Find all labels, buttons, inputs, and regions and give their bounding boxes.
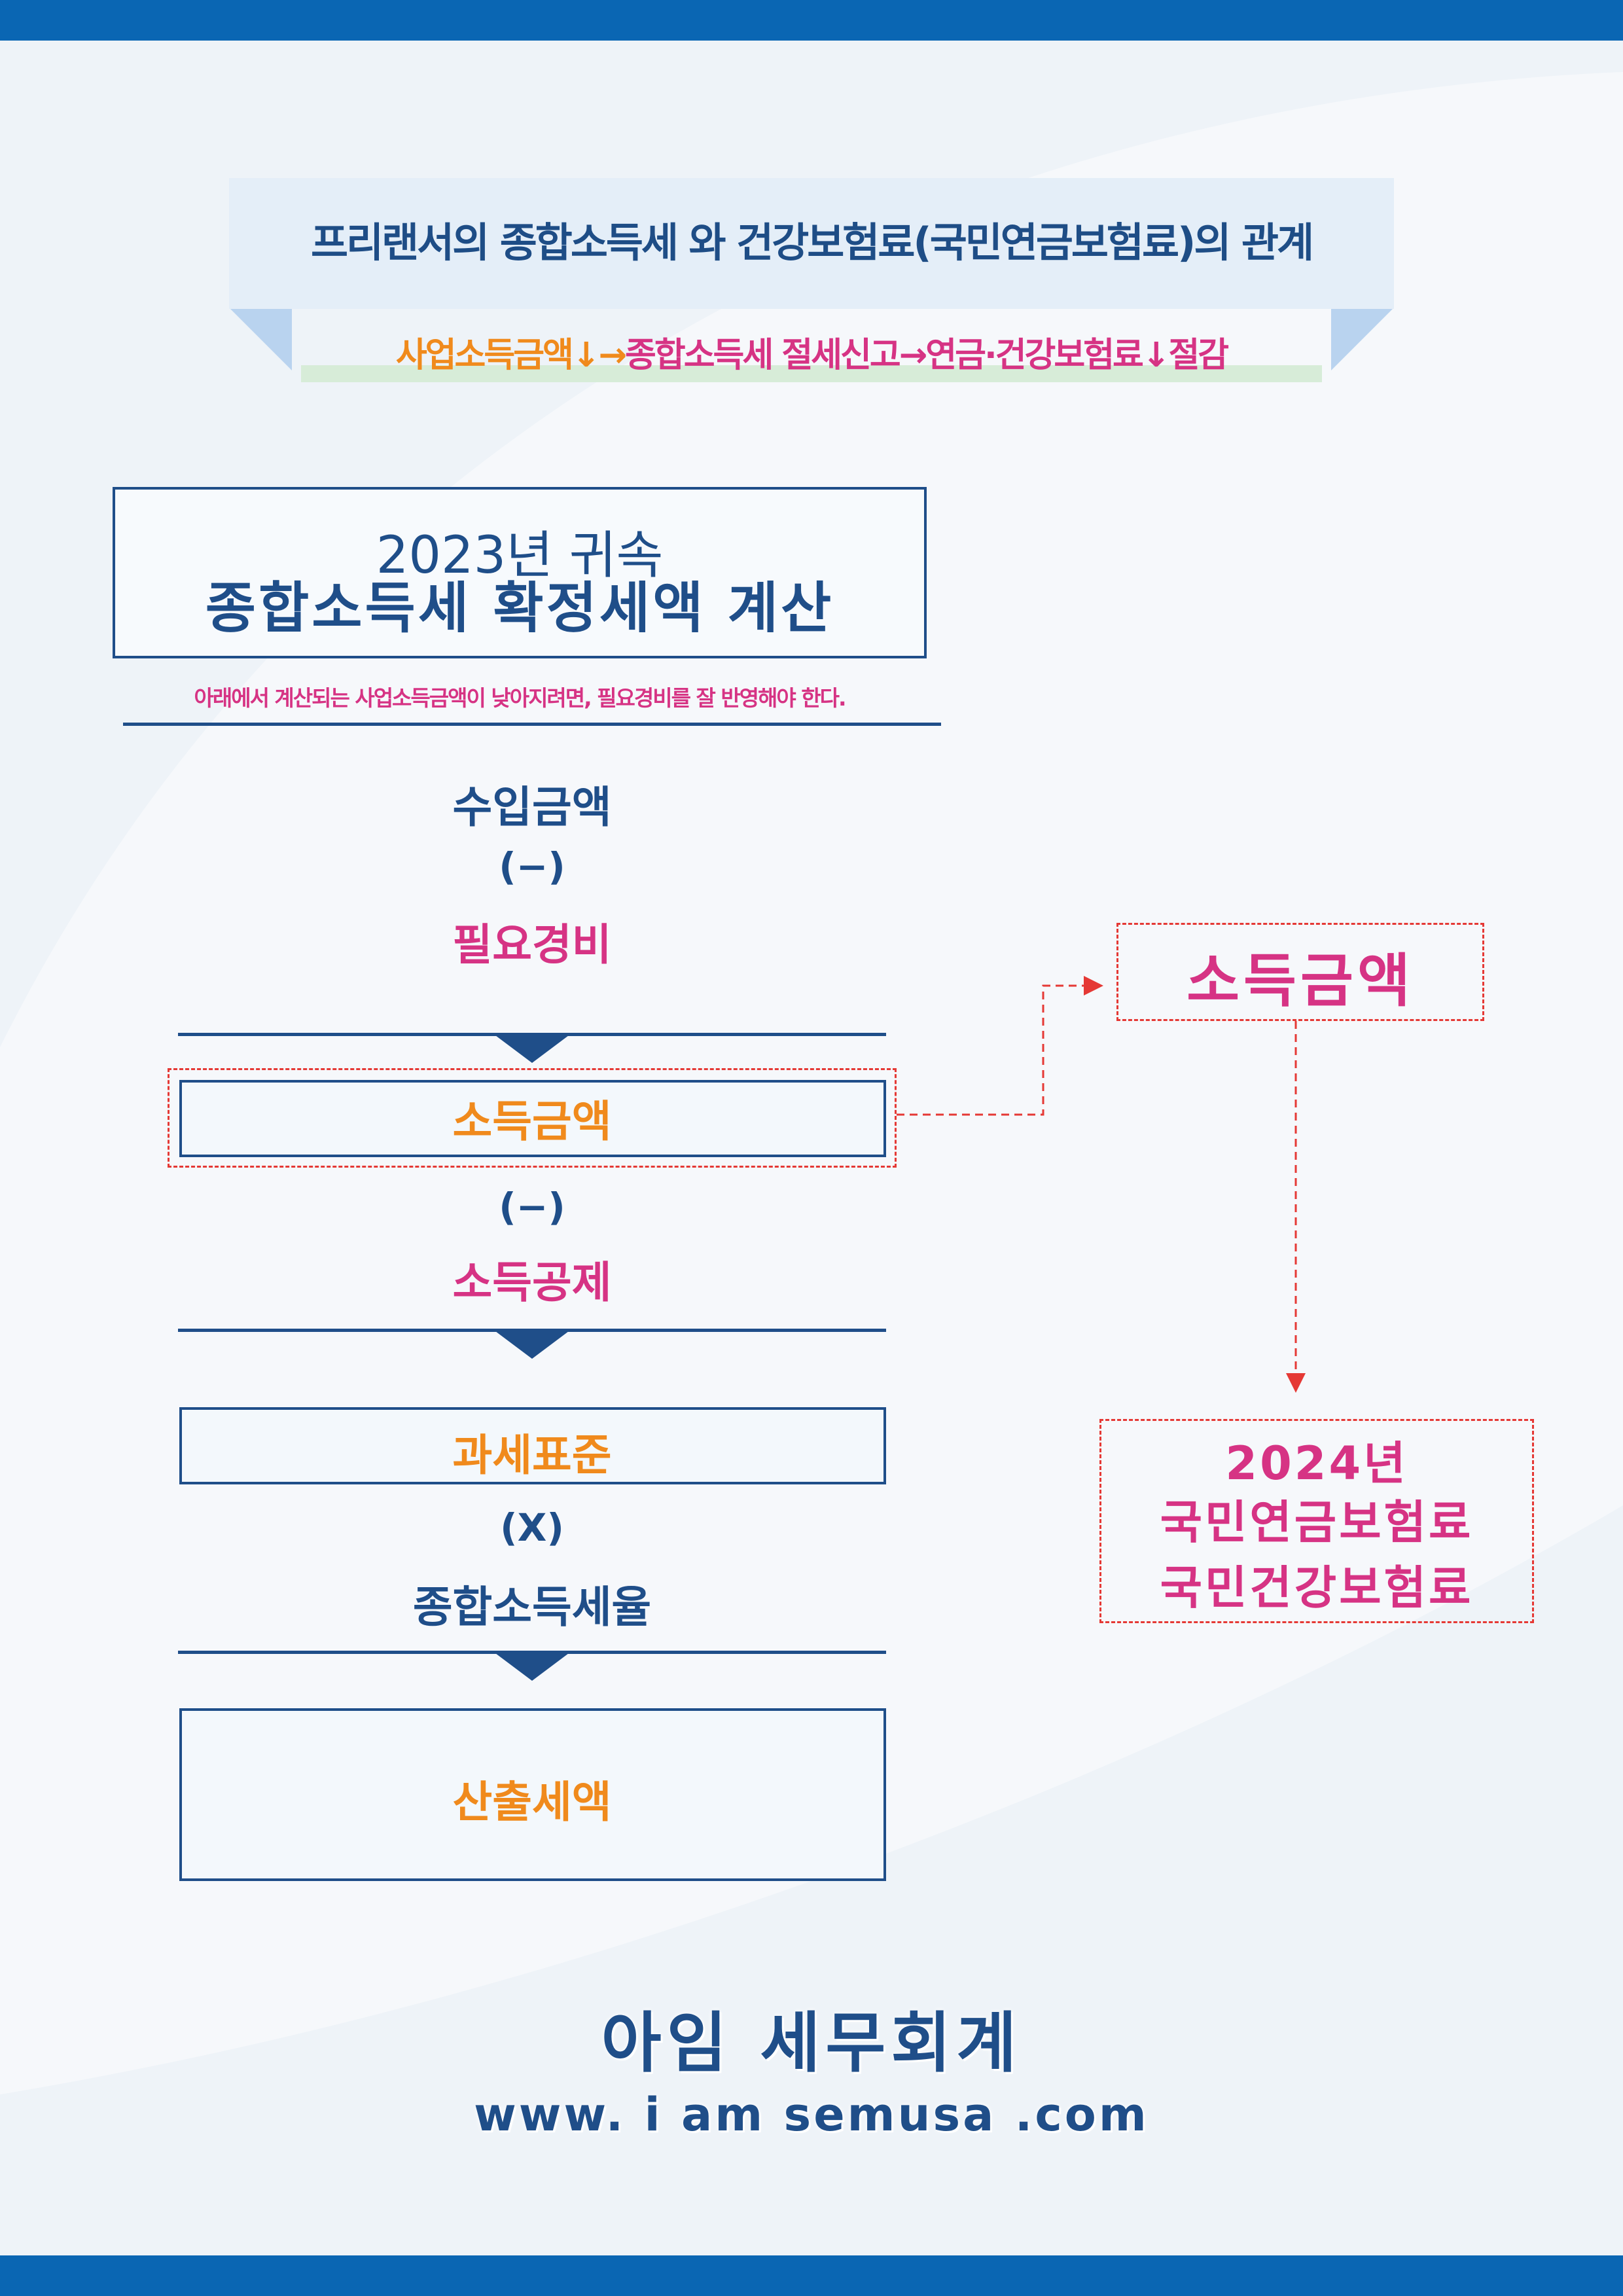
expenses-label: 필요경비 (452, 920, 612, 970)
side-income-label: 소득금액 (1186, 947, 1414, 1014)
premium-year: 2024년 (1225, 1437, 1408, 1490)
income-box (179, 1080, 886, 1157)
bottom-brand-bar (0, 2255, 1623, 2296)
deduction-label: 소득공제 (452, 1257, 612, 1308)
banner-background (229, 178, 1394, 309)
calc-title-box (113, 487, 927, 658)
minus-operator-2: (−) (499, 1185, 565, 1229)
tax-base-label: 과세표준 (452, 1430, 612, 1480)
income-highlight-frame (168, 1068, 897, 1168)
calc-title: 종합소득세 확정세액 계산 (205, 576, 834, 640)
ribbon-summary: 사업소득금액↓→종합소득세 절세신고→연금·건강보험료↓절감 (288, 327, 1335, 376)
down-triangle-3 (495, 1653, 569, 1681)
separator-3 (178, 1651, 886, 1654)
ribbon-tax-saving: 종합소득세 절세신고→ (625, 336, 927, 375)
note-underline (123, 723, 941, 726)
minus-operator-1: (−) (499, 844, 565, 889)
pension-label: 국민연금보험료 (1160, 1496, 1474, 1549)
down-triangle-2 (495, 1331, 569, 1359)
ribbon-premium-reduction: 연금·건강보험료↓절감 (925, 336, 1229, 375)
tax-base-box (179, 1407, 886, 1484)
separator-1 (178, 1033, 886, 1036)
computed-tax-label: 산출세액 (452, 1777, 612, 1827)
firm-url: www. i am semusa .com (474, 2088, 1149, 2142)
calc-year: 2023년 귀속 (376, 526, 664, 585)
premium-box (1099, 1419, 1534, 1623)
health-label: 국민건강보험료 (1160, 1561, 1474, 1615)
ribbon-business-income: 사업소득금액↓→ (395, 336, 627, 375)
income-label: 소득금액 (452, 1096, 612, 1147)
side-income-box (1116, 923, 1484, 1021)
revenue-label: 수입금액 (452, 782, 612, 833)
banner-ribbon-folds (229, 308, 1394, 370)
ribbon-highlight (301, 365, 1322, 382)
tax-rate-label: 종합소득세율 (412, 1582, 652, 1632)
firm-name: 아임 세무회계 (601, 2005, 1022, 2081)
calc-note: 아래에서 계산되는 사업소득금액이 낮아지려면, 필요경비를 잘 반영해야 한다… (194, 685, 846, 711)
multiply-operator: (X) (500, 1505, 564, 1550)
banner-title: 프리랜서의 종합소득세 와 건강보험료(국민연금보험료)의 관계 (310, 219, 1314, 266)
top-brand-bar (0, 0, 1623, 41)
down-triangle-1 (495, 1035, 569, 1063)
separator-2 (178, 1329, 886, 1332)
computed-tax-box (179, 1708, 886, 1881)
